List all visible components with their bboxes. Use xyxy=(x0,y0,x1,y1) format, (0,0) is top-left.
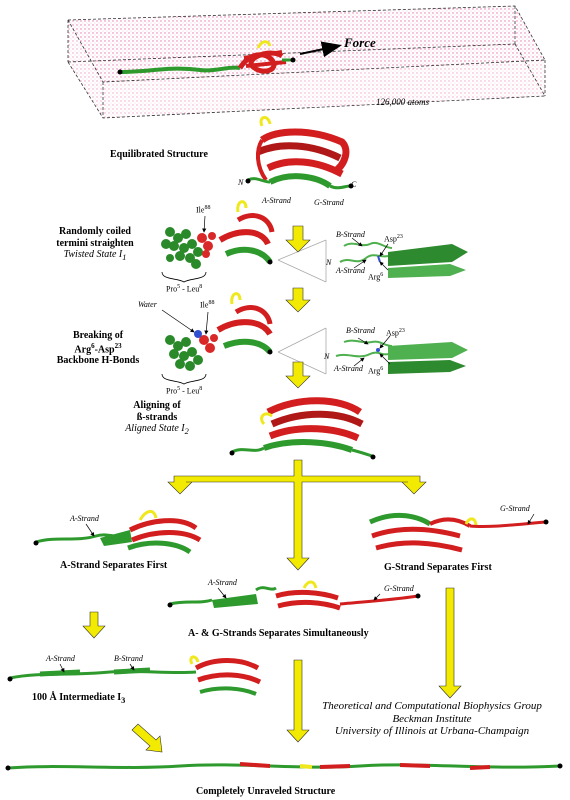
credit-block: Theoretical and Computational Biophysics… xyxy=(306,700,558,738)
intermediate-protein xyxy=(7,655,262,696)
breaking-state-protein xyxy=(165,292,273,371)
stage-equilibrated-label: Equilibrated Structure xyxy=(110,149,208,160)
twisted-state-text: Twisted State I xyxy=(63,249,123,260)
credit-line3: University of Illinois at Urbana-Champai… xyxy=(334,725,530,738)
stage-breaking-line3: Backbone H-Bonds xyxy=(56,355,140,367)
arg-num-2: 6 xyxy=(380,366,384,372)
aligned-state-protein xyxy=(229,397,376,460)
water-box xyxy=(67,5,546,119)
stage-simultaneous-label: A- & G-Strands Separates Simultaneously xyxy=(188,628,369,639)
ile-label-2: Ile88 xyxy=(200,300,214,310)
stage-g-first-label: G-Strand Separates First xyxy=(384,562,492,573)
leu-text-2: - Leu xyxy=(180,386,200,396)
flow-arrows xyxy=(82,225,462,753)
asp-bond-num: 23 xyxy=(114,341,122,350)
twisted-state-protein xyxy=(161,200,275,269)
arg-text: Arg xyxy=(368,272,381,282)
asp-text: Asp xyxy=(384,234,397,244)
aligned-state-label: Aligned State I2 xyxy=(102,423,212,437)
b-strand-label: B-Strand xyxy=(336,230,365,239)
stage-straighten-label: Randomly coiled termini straighten Twist… xyxy=(40,226,150,263)
stage-a-first-label: A-Strand Separates First xyxy=(60,560,168,571)
asp-label-2: Asp23 xyxy=(386,328,405,338)
asp-label: Asp23 xyxy=(384,234,403,244)
pro-leu-label-2: Pro5 - Leu8 xyxy=(166,386,202,396)
twisted-state-sub: 1 xyxy=(122,253,127,262)
stage-intermediate-label: 100 Å Intermediate I3 xyxy=(32,692,125,706)
pro-text-2: Pro xyxy=(166,386,178,396)
equilibrated-protein xyxy=(245,116,354,190)
stage-breaking-line2: Arg6-Asp23 xyxy=(48,342,148,356)
n-terminus-label-3: N xyxy=(324,352,330,361)
stage-straighten-line2: termini straighten xyxy=(56,237,134,249)
force-label: Force xyxy=(344,35,376,50)
aligned-state-sub: 2 xyxy=(184,427,189,436)
asp-num: 23 xyxy=(396,234,403,240)
residue-brace xyxy=(161,271,207,283)
ile-label: Ile88 xyxy=(196,205,210,215)
arg-label-2: Arg6 xyxy=(368,366,383,376)
leu-text: - Leu xyxy=(180,284,200,294)
pro-text: Pro xyxy=(166,284,178,294)
stage-unraveled-label: Completely Unraveled Structure xyxy=(196,786,336,797)
b-strand-label-2: B-Strand xyxy=(346,326,375,335)
simultaneous-protein xyxy=(167,580,421,611)
asp-text-2: Asp xyxy=(386,328,399,338)
unraveled-chain xyxy=(5,762,563,771)
ile-text-2: Ile xyxy=(200,300,209,310)
pro-num: 5 xyxy=(177,284,181,290)
g-first-protein xyxy=(368,512,549,553)
stage-breaking-label: Breaking of Arg6-Asp23 Backbone H-Bonds xyxy=(48,330,148,367)
arg-label: Arg6 xyxy=(368,272,383,282)
pro-leu-label: Pro5 - Leu8 xyxy=(166,284,202,294)
leu-num-2: 8 xyxy=(199,386,203,392)
a-strand-label-6: A-Strand xyxy=(46,654,75,663)
a-strand-label-4: A-Strand xyxy=(70,514,99,523)
n-terminus-label: N xyxy=(238,178,244,187)
n-terminus-label-2: N xyxy=(326,258,332,267)
leu-num: 8 xyxy=(199,284,203,290)
residue-brace xyxy=(161,373,207,385)
a-first-protein xyxy=(33,510,202,555)
c-terminus-label: C xyxy=(351,180,357,189)
stage-breaking-line1: Breaking of xyxy=(72,330,124,341)
twisted-state-detail xyxy=(277,239,468,283)
arg-text-2: Arg xyxy=(368,366,381,376)
b-strand-label-3: B-Strand xyxy=(114,654,143,663)
stage-aligning-label: Aligning of ß-strands Aligned State I2 xyxy=(102,400,212,437)
asp-num-2: 23 xyxy=(398,328,405,334)
force-arrow xyxy=(299,41,342,58)
twisted-state-label: Twisted State I1 xyxy=(40,249,150,263)
a-strand-label-3: A-Strand xyxy=(334,364,363,373)
arg-bond-num: 6 xyxy=(91,341,95,350)
a-strand-label-5: A-Strand xyxy=(208,578,237,587)
g-strand-label-4: G-Strand xyxy=(500,504,530,513)
a-strand-label-2: A-Strand xyxy=(336,266,365,275)
g-strand-label: G-Strand xyxy=(314,198,344,207)
ile-num-2: 88 xyxy=(208,300,215,306)
stage-aligning-line1: Aligning of xyxy=(133,400,181,411)
arg-bond-text: Arg xyxy=(74,343,92,355)
intermediate-sub: 3 xyxy=(121,696,126,705)
intermediate-text: 100 Å Intermediate I xyxy=(32,692,122,703)
stage-aligning-line2: ß-strands xyxy=(136,411,178,423)
protein-in-box xyxy=(117,40,296,75)
asp-bond-text: -Asp xyxy=(94,343,115,355)
credit-line1: Theoretical and Computational Biophysics… xyxy=(322,700,542,712)
atoms-label: 126,000 atoms xyxy=(376,97,430,107)
arg-num: 6 xyxy=(380,272,384,278)
pro-num-2: 5 xyxy=(177,386,181,392)
a-strand-label: A-Strand xyxy=(262,196,291,205)
water-label: Water xyxy=(138,300,157,309)
stage-straighten-line1: Randomly coiled xyxy=(59,226,131,237)
credit-line2: Beckman Institute xyxy=(392,712,472,725)
breaking-state-detail xyxy=(277,327,468,375)
g-strand-label-5: G-Strand xyxy=(384,584,414,593)
aligned-state-text: Aligned State I xyxy=(125,423,185,434)
ile-num: 88 xyxy=(204,205,211,211)
ile-text: Ile xyxy=(196,205,205,215)
